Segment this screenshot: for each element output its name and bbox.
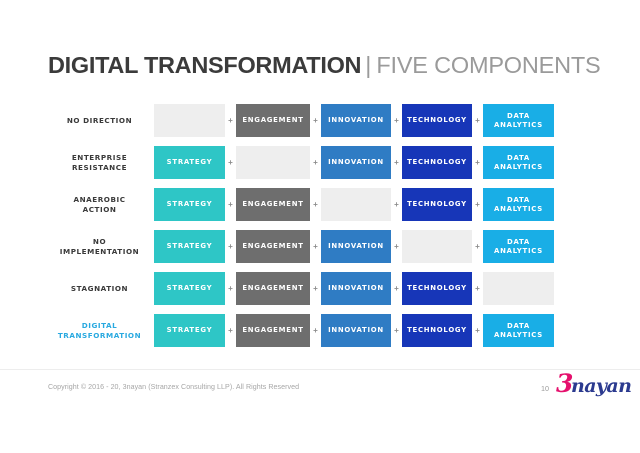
plus-separator-icon: + <box>394 115 399 125</box>
component-cell-missing[interactable] <box>321 188 391 221</box>
component-cell[interactable]: STRATEGY <box>154 188 225 221</box>
row-cells: STRATEGY+ENGAGEMENT+INNOVATION+TECHNOLOG… <box>154 272 593 305</box>
row-cells: STRATEGY+ENGAGEMENT+INNOVATION+TECHNOLOG… <box>154 314 593 347</box>
component-cell[interactable]: STRATEGY <box>154 146 225 179</box>
component-cell-missing[interactable] <box>154 104 225 137</box>
plus-separator-icon: + <box>394 157 399 167</box>
component-cell-missing[interactable] <box>236 146 310 179</box>
page-title-sub: FIVE COMPONENTS <box>376 52 601 78</box>
components-matrix: NO DIRECTION+ENGAGEMENT+INNOVATION+TECHN… <box>48 104 593 347</box>
component-cell[interactable]: INNOVATION <box>321 230 391 263</box>
component-cell[interactable]: INNOVATION <box>321 146 391 179</box>
component-cell[interactable]: STRATEGY <box>154 272 225 305</box>
page-title: DIGITAL TRANSFORMATION|FIVE COMPONENTS <box>48 52 601 79</box>
plus-separator-icon: + <box>475 115 480 125</box>
logo-digit: 3 <box>556 369 574 398</box>
plus-separator-icon: + <box>394 241 399 251</box>
component-cell[interactable]: ENGAGEMENT <box>236 272 310 305</box>
plus-separator-icon: + <box>313 157 318 167</box>
plus-separator-icon: + <box>228 325 233 335</box>
component-cell[interactable]: ENGAGEMENT <box>236 230 310 263</box>
component-cell-missing[interactable] <box>402 230 472 263</box>
plus-separator-icon: + <box>228 241 233 251</box>
page-title-separator: | <box>365 52 372 78</box>
plus-separator-icon: + <box>228 283 233 293</box>
plus-separator-icon: + <box>313 325 318 335</box>
component-cell[interactable]: ENGAGEMENT <box>236 188 310 221</box>
footer-divider <box>0 369 640 370</box>
component-cell[interactable]: TECHNOLOGY <box>402 314 472 347</box>
plus-separator-icon: + <box>313 115 318 125</box>
component-cell[interactable]: STRATEGY <box>154 230 225 263</box>
plus-separator-icon: + <box>475 157 480 167</box>
plus-separator-icon: + <box>475 241 480 251</box>
plus-separator-icon: + <box>228 199 233 209</box>
component-cell[interactable]: ENGAGEMENT <box>236 104 310 137</box>
brand-logo: 3 nayan <box>556 371 632 401</box>
component-cell[interactable]: STRATEGY <box>154 314 225 347</box>
component-cell[interactable]: ENGAGEMENT <box>236 314 310 347</box>
row-label: STAGNATION <box>70 283 129 293</box>
plus-separator-icon: + <box>313 199 318 209</box>
component-cell[interactable]: TECHNOLOGY <box>402 188 472 221</box>
component-cell[interactable]: TECHNOLOGY <box>402 104 472 137</box>
plus-separator-icon: + <box>475 283 480 293</box>
copyright-text: Copyright © 2016 - 20, 3nayan (Stranzex … <box>48 383 300 391</box>
plus-separator-icon: + <box>394 325 399 335</box>
plus-separator-icon: + <box>313 241 318 251</box>
row-label: NO DIRECTION <box>66 115 133 125</box>
plus-separator-icon: + <box>228 157 233 167</box>
logo-wordmark: nayan <box>571 375 632 397</box>
component-cell[interactable]: INNOVATION <box>321 314 391 347</box>
component-cell[interactable]: TECHNOLOGY <box>402 146 472 179</box>
page-number: 10 <box>541 384 549 393</box>
plus-separator-icon: + <box>475 325 480 335</box>
component-cell[interactable]: TECHNOLOGY <box>402 272 472 305</box>
plus-separator-icon: + <box>313 283 318 293</box>
plus-separator-icon: + <box>394 283 399 293</box>
matrix-row: NO DIRECTION+ENGAGEMENT+INNOVATION+TECHN… <box>48 104 593 137</box>
component-cell[interactable]: INNOVATION <box>321 272 391 305</box>
component-cell[interactable]: INNOVATION <box>321 104 391 137</box>
plus-separator-icon: + <box>394 199 399 209</box>
plus-separator-icon: + <box>228 115 233 125</box>
plus-separator-icon: + <box>475 199 480 209</box>
page-title-main: DIGITAL TRANSFORMATION <box>48 52 362 78</box>
component-cell-missing[interactable] <box>483 272 554 305</box>
